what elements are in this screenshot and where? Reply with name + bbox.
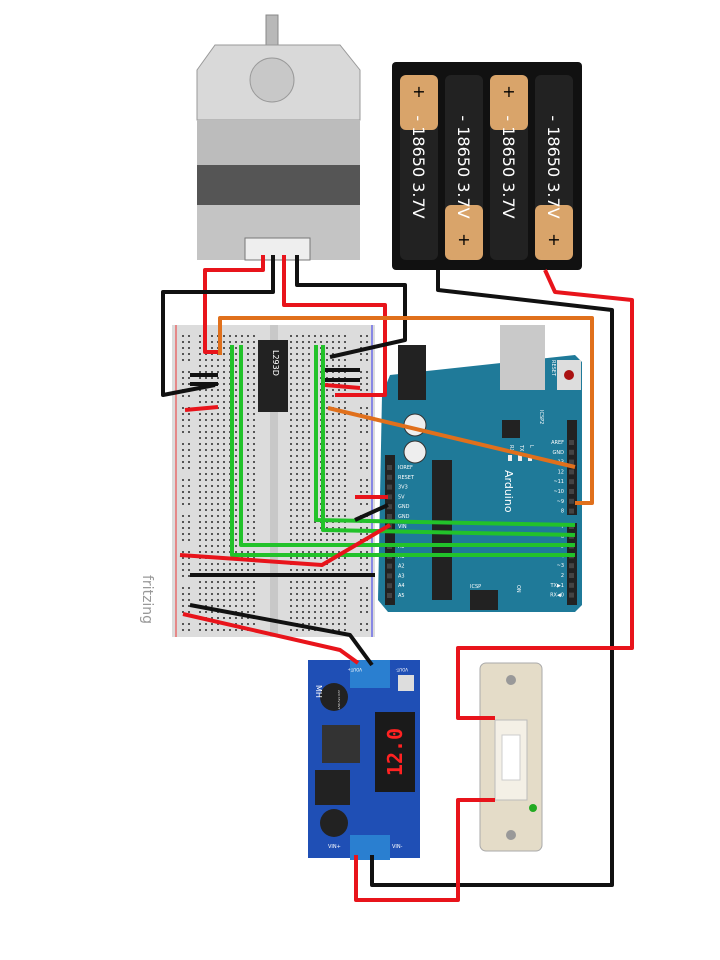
analog-pin-label: A3	[398, 573, 405, 579]
wire	[456, 269, 634, 720]
battery-holder: +- 18650 3.7V+- 18650 3.7V+- 18650 3.7V+…	[392, 62, 582, 270]
wire	[230, 345, 575, 557]
wire	[184, 405, 219, 412]
battery-plus-sign: +	[412, 82, 425, 101]
wire	[354, 503, 389, 522]
digital-pin-label: ~6	[557, 534, 564, 540]
battery-cell: + - 18650 3.7V	[445, 75, 483, 260]
digital-pin-label: ~9	[557, 499, 564, 505]
battery-cell-label: - 18650 3.7V	[499, 115, 518, 218]
digital-pin-label: ~11	[553, 479, 564, 485]
buck-converter: 12.0 VOUT+ VOUT- VIN+ VIN- MH 220 35V RV…	[308, 660, 420, 860]
icsp-label: ICSP	[470, 584, 481, 590]
wire	[327, 406, 576, 469]
wire	[182, 612, 360, 665]
toggle-switch	[479, 662, 543, 852]
arduino-uno: Arduino RESET ICSP ICSP2 ON RX TX L IOREF R…	[378, 325, 582, 612]
arduino-brand: Arduino	[502, 470, 515, 513]
analog-pin-label: A5	[398, 593, 405, 599]
wire	[203, 255, 265, 354]
chip-label: L293D	[271, 350, 280, 376]
buck-vout-minus: VOUT-	[395, 667, 408, 672]
digital-pin-label: 8	[561, 509, 564, 515]
buck-vin-plus: VIN+	[328, 844, 341, 850]
digital-pin-label: 2	[561, 573, 564, 579]
digital-pin-label: TX▶1	[549, 583, 564, 589]
power-pin-label: VIN	[398, 524, 407, 530]
led-label: RX	[508, 445, 514, 452]
wire	[354, 798, 495, 902]
battery-cell: + - 18650 3.7V	[400, 75, 438, 260]
wire	[295, 255, 407, 359]
battery-cell-label: - 18650 3.7V	[454, 115, 473, 218]
buck-brand: MH	[314, 685, 323, 698]
led-label: L	[528, 445, 534, 448]
power-pin-label: 5V	[398, 494, 405, 500]
power-pin-label: GND	[398, 514, 410, 520]
battery-plus-sign: +	[502, 82, 515, 101]
wire	[314, 345, 576, 527]
on-led-label: ON	[515, 585, 521, 593]
fritzing-watermark: fritzing	[139, 575, 155, 624]
battery-cell-label: - 18650 3.7V	[544, 115, 563, 218]
icsp2-label: ICSP2	[538, 410, 544, 424]
digital-pin-label: ~10	[553, 489, 564, 495]
battery-cell: + - 18650 3.7V	[535, 75, 573, 260]
buck-vin-minus: VIN-	[392, 844, 403, 850]
wire	[161, 255, 275, 397]
wire	[370, 270, 614, 887]
digital-pin-label: ~3	[557, 563, 564, 569]
wires	[161, 255, 634, 902]
wire	[218, 316, 594, 505]
arduino-reset-label: RESET	[550, 360, 556, 377]
power-pin-label: RESET	[398, 475, 415, 481]
digital-pin-label: AREF	[551, 440, 564, 446]
battery-plus-sign: +	[457, 230, 470, 249]
power-pin-label: IOREF	[398, 465, 413, 471]
battery-cell-label: - 18650 3.7V	[409, 115, 428, 218]
wire	[239, 345, 575, 547]
analog-pin-label: A4	[398, 583, 405, 589]
digital-pin-label: 12	[558, 469, 564, 475]
digital-pin-label: 7	[561, 524, 564, 530]
power-pin-label: GND	[398, 504, 410, 510]
buck-vout-plus: VOUT+	[347, 667, 362, 672]
battery-cell: + - 18650 3.7V	[490, 75, 528, 260]
wire	[282, 255, 387, 397]
power-pin-label: 3V3	[398, 485, 408, 491]
wire	[179, 523, 392, 567]
wire	[324, 383, 361, 390]
l293d-chip: L293D	[258, 340, 288, 412]
digital-pin-label: RX◀0	[550, 593, 564, 599]
led-label: TX	[518, 444, 524, 452]
buck-capacitor-label: 220 35V RVT	[337, 690, 341, 709]
analog-pin-label: A2	[398, 564, 405, 570]
wire	[321, 345, 576, 537]
battery-plus-sign: +	[547, 230, 560, 249]
stepper-motor	[196, 14, 361, 261]
buck-display: 12.0	[383, 728, 407, 776]
digital-pin-label: GND	[553, 450, 565, 456]
wire	[189, 603, 374, 667]
